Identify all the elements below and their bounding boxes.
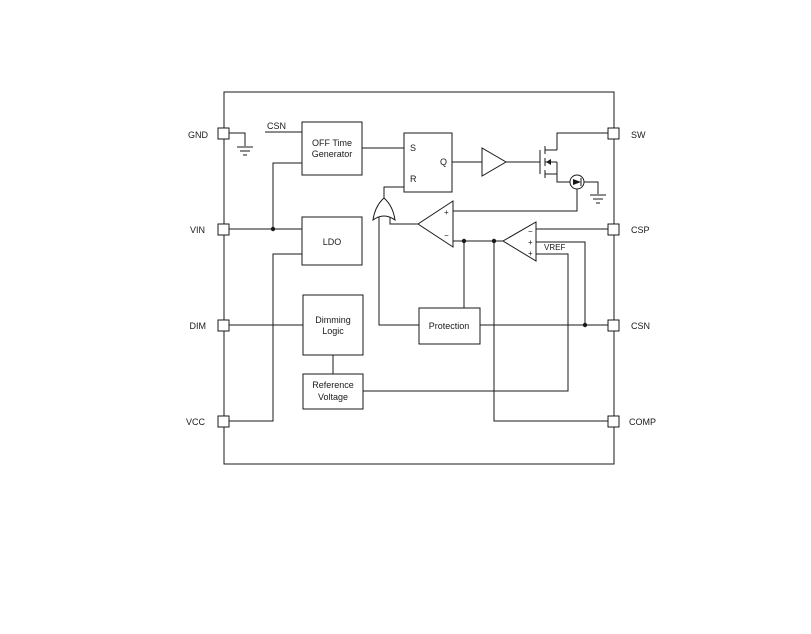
comparator-to-or-wire <box>389 217 418 225</box>
pin-label-sw: SW <box>631 130 646 140</box>
or-gate <box>372 197 396 222</box>
gate-driver-buffer <box>481 147 507 177</box>
comparator-plus-label: + <box>444 208 449 217</box>
dimming-logic-block <box>302 294 364 356</box>
amp-plus-1-label: + <box>528 238 533 247</box>
junction-dot <box>270 226 276 232</box>
ground-icon <box>590 194 606 204</box>
protection-block <box>418 307 481 345</box>
pin-label-vcc: VCC <box>186 417 206 427</box>
off-time-generator-block <box>301 121 363 176</box>
pin-csp <box>607 223 620 236</box>
amp-minus-label: − <box>528 227 533 236</box>
sr-latch-block <box>403 132 453 193</box>
pwm-comparator <box>417 200 454 248</box>
csn-input-label: CSN <box>267 121 286 131</box>
or-to-r-wire <box>383 186 404 198</box>
pin-label-gnd: GND <box>188 130 209 140</box>
pin-label-comp: COMP <box>629 417 656 427</box>
junction-dot <box>582 322 588 328</box>
pin-vcc <box>217 415 230 428</box>
latch-r-label: R <box>410 174 417 184</box>
comparator-minus-label: − <box>444 231 449 240</box>
drain-to-sw-wire <box>556 132 608 150</box>
pin-dim <box>217 319 230 332</box>
amp-plus-2-label: + <box>528 249 533 258</box>
latch-s-label: S <box>410 143 416 153</box>
ldo-block <box>301 216 363 266</box>
pin-label-vin: VIN <box>190 225 205 235</box>
pin-comp <box>607 415 620 428</box>
off-time-label-2: Generator <box>312 149 353 159</box>
current-sense-icon <box>569 174 585 190</box>
pin-csn <box>607 319 620 332</box>
reference-label-2: Voltage <box>318 392 348 402</box>
vin-to-offtime-wire <box>272 162 302 229</box>
vref-label: VREF <box>544 243 565 252</box>
reference-voltage-block <box>302 373 364 410</box>
reference-to-amp-wire <box>363 253 569 392</box>
dimming-label-1: Dimming <box>315 315 351 325</box>
vcc-wire <box>229 253 302 422</box>
pin-sw <box>607 127 620 140</box>
mosfet-icon <box>539 146 557 178</box>
protection-label: Protection <box>429 321 470 331</box>
node-to-comp-wire <box>493 241 608 422</box>
ground-icon <box>237 146 253 156</box>
sense-to-comparator-wire <box>453 189 578 212</box>
reference-label-1: Reference <box>312 380 354 390</box>
off-time-label-1: OFF Time <box>312 138 352 148</box>
protection-to-or-wire <box>378 217 419 326</box>
pin-gnd <box>217 127 230 140</box>
pin-vin <box>217 223 230 236</box>
sense-to-ground-wire <box>584 181 599 194</box>
gnd-wire <box>229 132 246 146</box>
latch-q-label: Q <box>440 157 447 167</box>
pin-label-csp: CSP <box>631 225 650 235</box>
csn-to-amp-wire <box>536 241 586 325</box>
source-wire <box>556 162 570 183</box>
ldo-label: LDO <box>323 237 342 247</box>
pin-label-csn: CSN <box>631 321 650 331</box>
pin-label-dim: DIM <box>190 321 207 331</box>
dimming-label-2: Logic <box>322 326 344 336</box>
